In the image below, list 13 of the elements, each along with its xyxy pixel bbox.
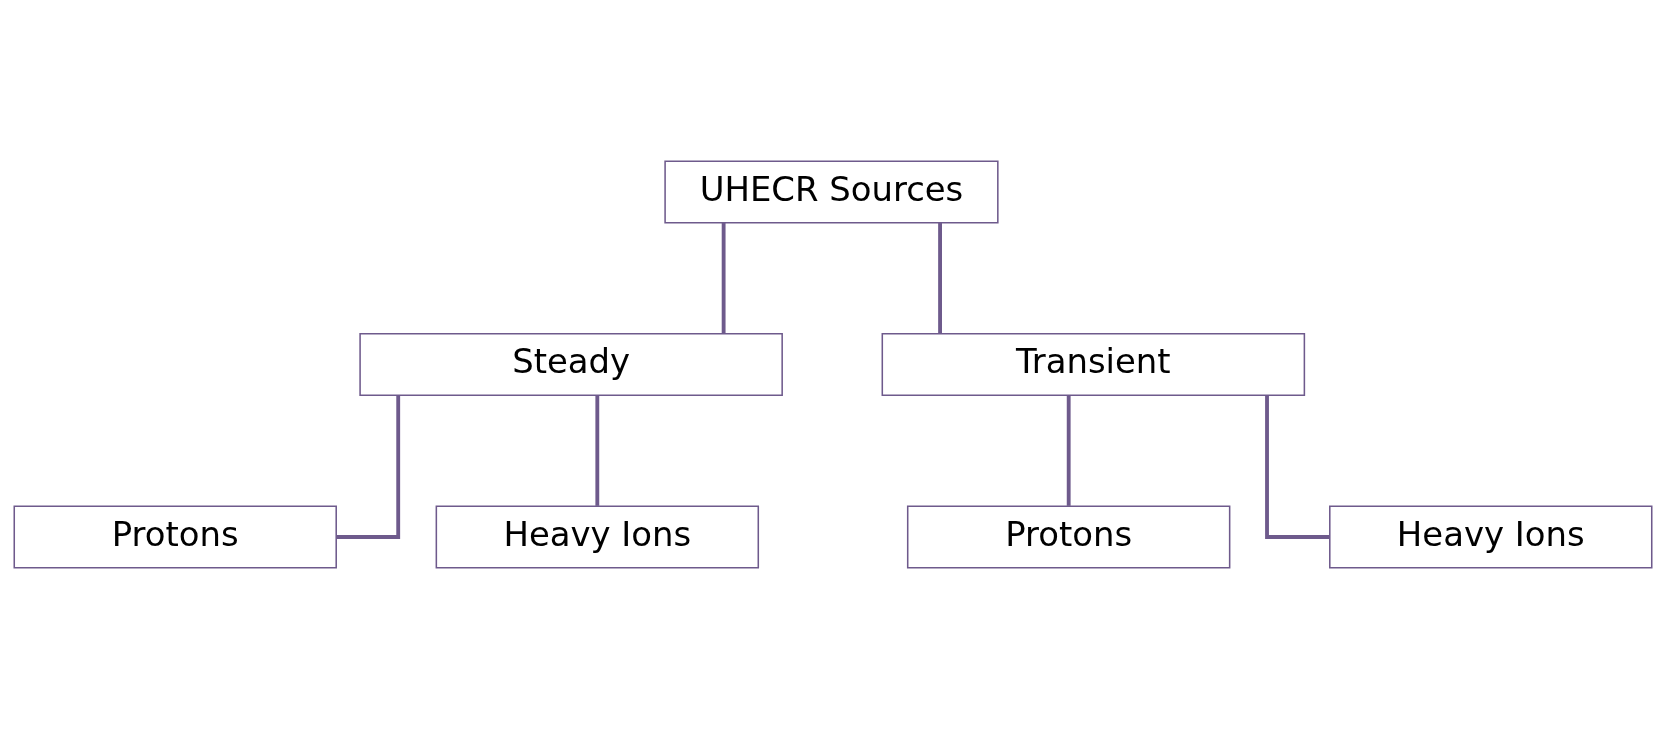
- node-box: UHECR Sources: [664, 160, 999, 224]
- connector: [336, 395, 401, 539]
- node-box: Heavy Ions: [435, 505, 760, 569]
- connector: [595, 395, 600, 506]
- node-box: Protons: [906, 505, 1231, 569]
- node-box: Heavy Ions: [1329, 505, 1653, 569]
- connector: [1265, 395, 1330, 539]
- connector: [1066, 395, 1071, 506]
- node-box: Steady: [359, 332, 783, 397]
- node-box: Protons: [13, 505, 337, 569]
- node-box: Transient: [881, 332, 1306, 397]
- connector: [938, 222, 942, 334]
- connector: [721, 222, 726, 334]
